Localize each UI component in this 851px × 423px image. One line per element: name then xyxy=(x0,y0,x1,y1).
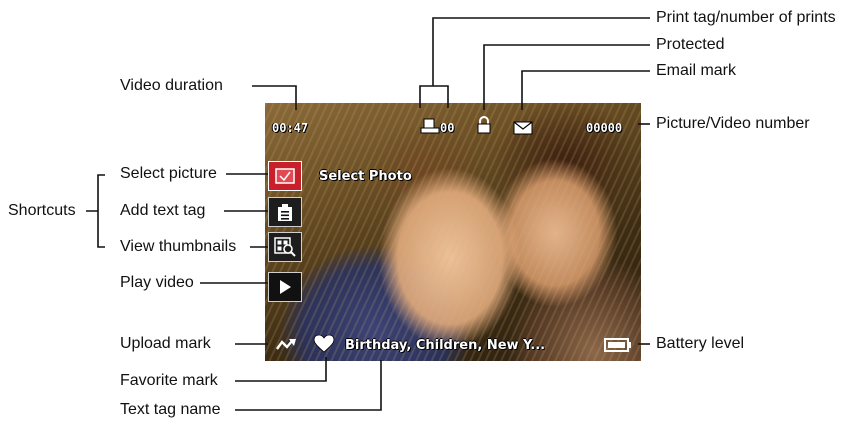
label-shortcuts: Shortcuts xyxy=(8,202,76,219)
play-video-shortcut[interactable] xyxy=(268,272,302,302)
label-add-text-tag: Add text tag xyxy=(120,202,206,219)
select-photo-text: Select Photo xyxy=(319,169,412,184)
print-tag-callout xyxy=(419,17,650,108)
label-video-duration: Video duration xyxy=(120,77,223,94)
heart-icon xyxy=(313,334,335,353)
label-view-thumbnails: View thumbnails xyxy=(120,238,237,255)
text-tag-name: Birthday, Children, New Y... xyxy=(345,338,546,353)
label-select-picture: Select picture xyxy=(120,165,217,182)
select-check-icon xyxy=(275,168,295,184)
protected-callout xyxy=(483,44,650,110)
print-icon xyxy=(420,118,440,134)
add-text-tag-shortcut[interactable] xyxy=(268,197,302,227)
print-count-readout: 00 xyxy=(440,121,455,135)
video-duration-readout: 00:47 xyxy=(272,121,309,135)
view-thumbnails-shortcut[interactable] xyxy=(268,232,302,262)
label-picture-video-number: Picture/Video number xyxy=(656,115,810,132)
text-tag-icon xyxy=(278,204,292,221)
upload-icon xyxy=(276,339,296,350)
label-play-video: Play video xyxy=(120,274,194,291)
camera-screen-photo xyxy=(265,103,641,361)
shortcuts-bracket xyxy=(86,174,105,248)
email-callout xyxy=(521,70,650,110)
label-battery-level: Battery level xyxy=(656,335,745,352)
email-icon xyxy=(513,121,533,135)
label-text-tag-name: Text tag name xyxy=(120,401,221,418)
favorite-mark-callout xyxy=(235,357,327,382)
thumbnails-icon xyxy=(274,237,296,257)
label-email-mark: Email mark xyxy=(656,62,737,79)
text-tag-name-callout xyxy=(235,360,382,411)
battery-icon xyxy=(604,338,631,352)
video-duration-callout xyxy=(252,85,297,110)
select-picture-shortcut[interactable] xyxy=(268,161,302,191)
label-protected: Protected xyxy=(656,36,725,53)
label-favorite-mark: Favorite mark xyxy=(120,372,218,389)
label-print-tag: Print tag/number of prints xyxy=(656,9,836,26)
picture-number-readout: 00000 xyxy=(586,121,623,135)
play-icon xyxy=(280,280,291,294)
lock-icon xyxy=(477,116,491,134)
label-upload-mark: Upload mark xyxy=(120,335,211,352)
